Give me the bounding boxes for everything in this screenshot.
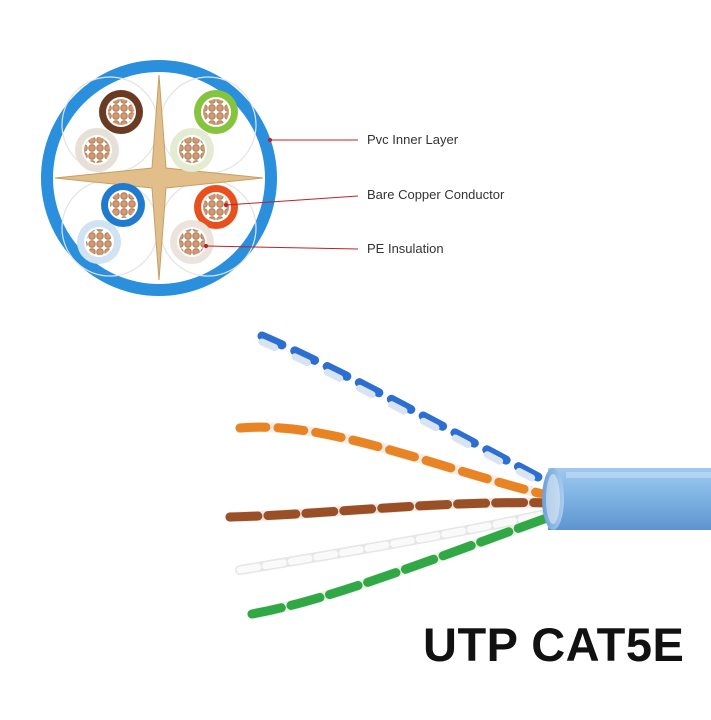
conductor-orange-white bbox=[170, 220, 214, 264]
leader-lines bbox=[203, 137, 359, 250]
conductor-brown bbox=[99, 90, 143, 134]
wire-pair-green bbox=[247, 510, 560, 619]
label-pe-insulation: PE Insulation bbox=[367, 241, 444, 256]
cross-separator bbox=[54, 74, 264, 281]
conductor-green-white bbox=[170, 128, 214, 172]
label-bare-copper-conductor: Bare Copper Conductor bbox=[367, 187, 505, 202]
cable-cross-section bbox=[41, 60, 277, 296]
conductor-blue bbox=[101, 183, 145, 227]
label-pvc-inner-layer: Pvc Inner Layer bbox=[367, 132, 459, 147]
conductor-brown-white bbox=[75, 128, 119, 172]
cable-illustration bbox=[225, 331, 711, 619]
product-title: UTP CAT5E bbox=[423, 618, 685, 671]
leader-line-pe bbox=[205, 245, 359, 250]
conductor-orange bbox=[194, 185, 238, 229]
conductor-green bbox=[194, 90, 238, 134]
wire-pair-orange bbox=[235, 422, 560, 502]
leader-line-copper bbox=[225, 195, 359, 206]
cable-jacket bbox=[542, 468, 711, 530]
wire-pair-white bbox=[235, 507, 560, 575]
wire-pair-brown bbox=[225, 497, 560, 522]
wire-pair-blue bbox=[257, 331, 560, 494]
conductor-blue-white bbox=[77, 220, 121, 264]
